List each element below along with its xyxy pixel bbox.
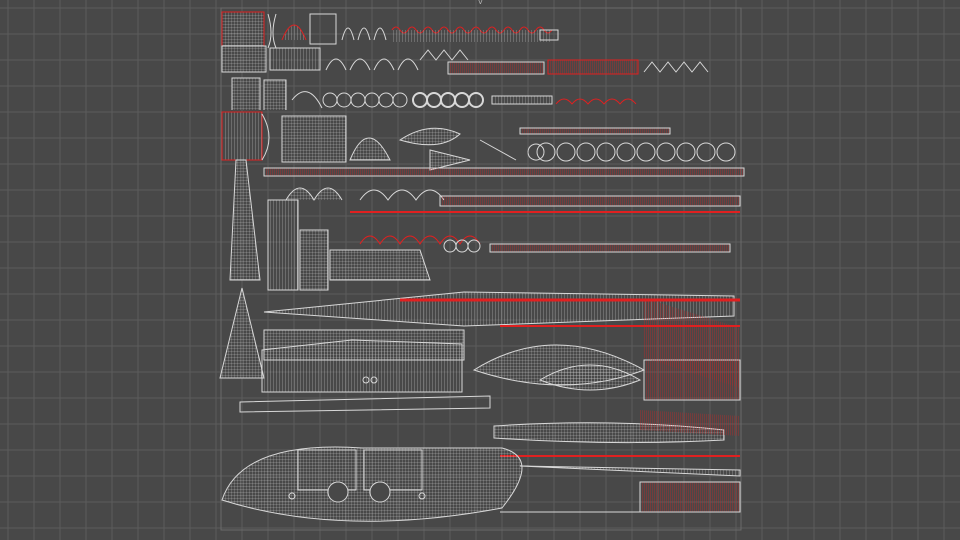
- bottom-elliptic-shell: [221, 446, 640, 522]
- upper-left-cluster-2: [221, 45, 709, 75]
- ring-row-2: [221, 111, 736, 171]
- v-axis-label: V: [478, 0, 483, 6]
- tail-panel: [239, 395, 741, 513]
- upper-left-cluster: [221, 11, 559, 49]
- ring-row-1: [231, 77, 637, 110]
- wing-panel-left: [261, 291, 740, 393]
- uv-0-1-border: [220, 7, 742, 531]
- ring-row-3: [263, 167, 745, 253]
- fuselage-strip: [219, 159, 431, 379]
- wing-panel-right: [640, 298, 740, 436]
